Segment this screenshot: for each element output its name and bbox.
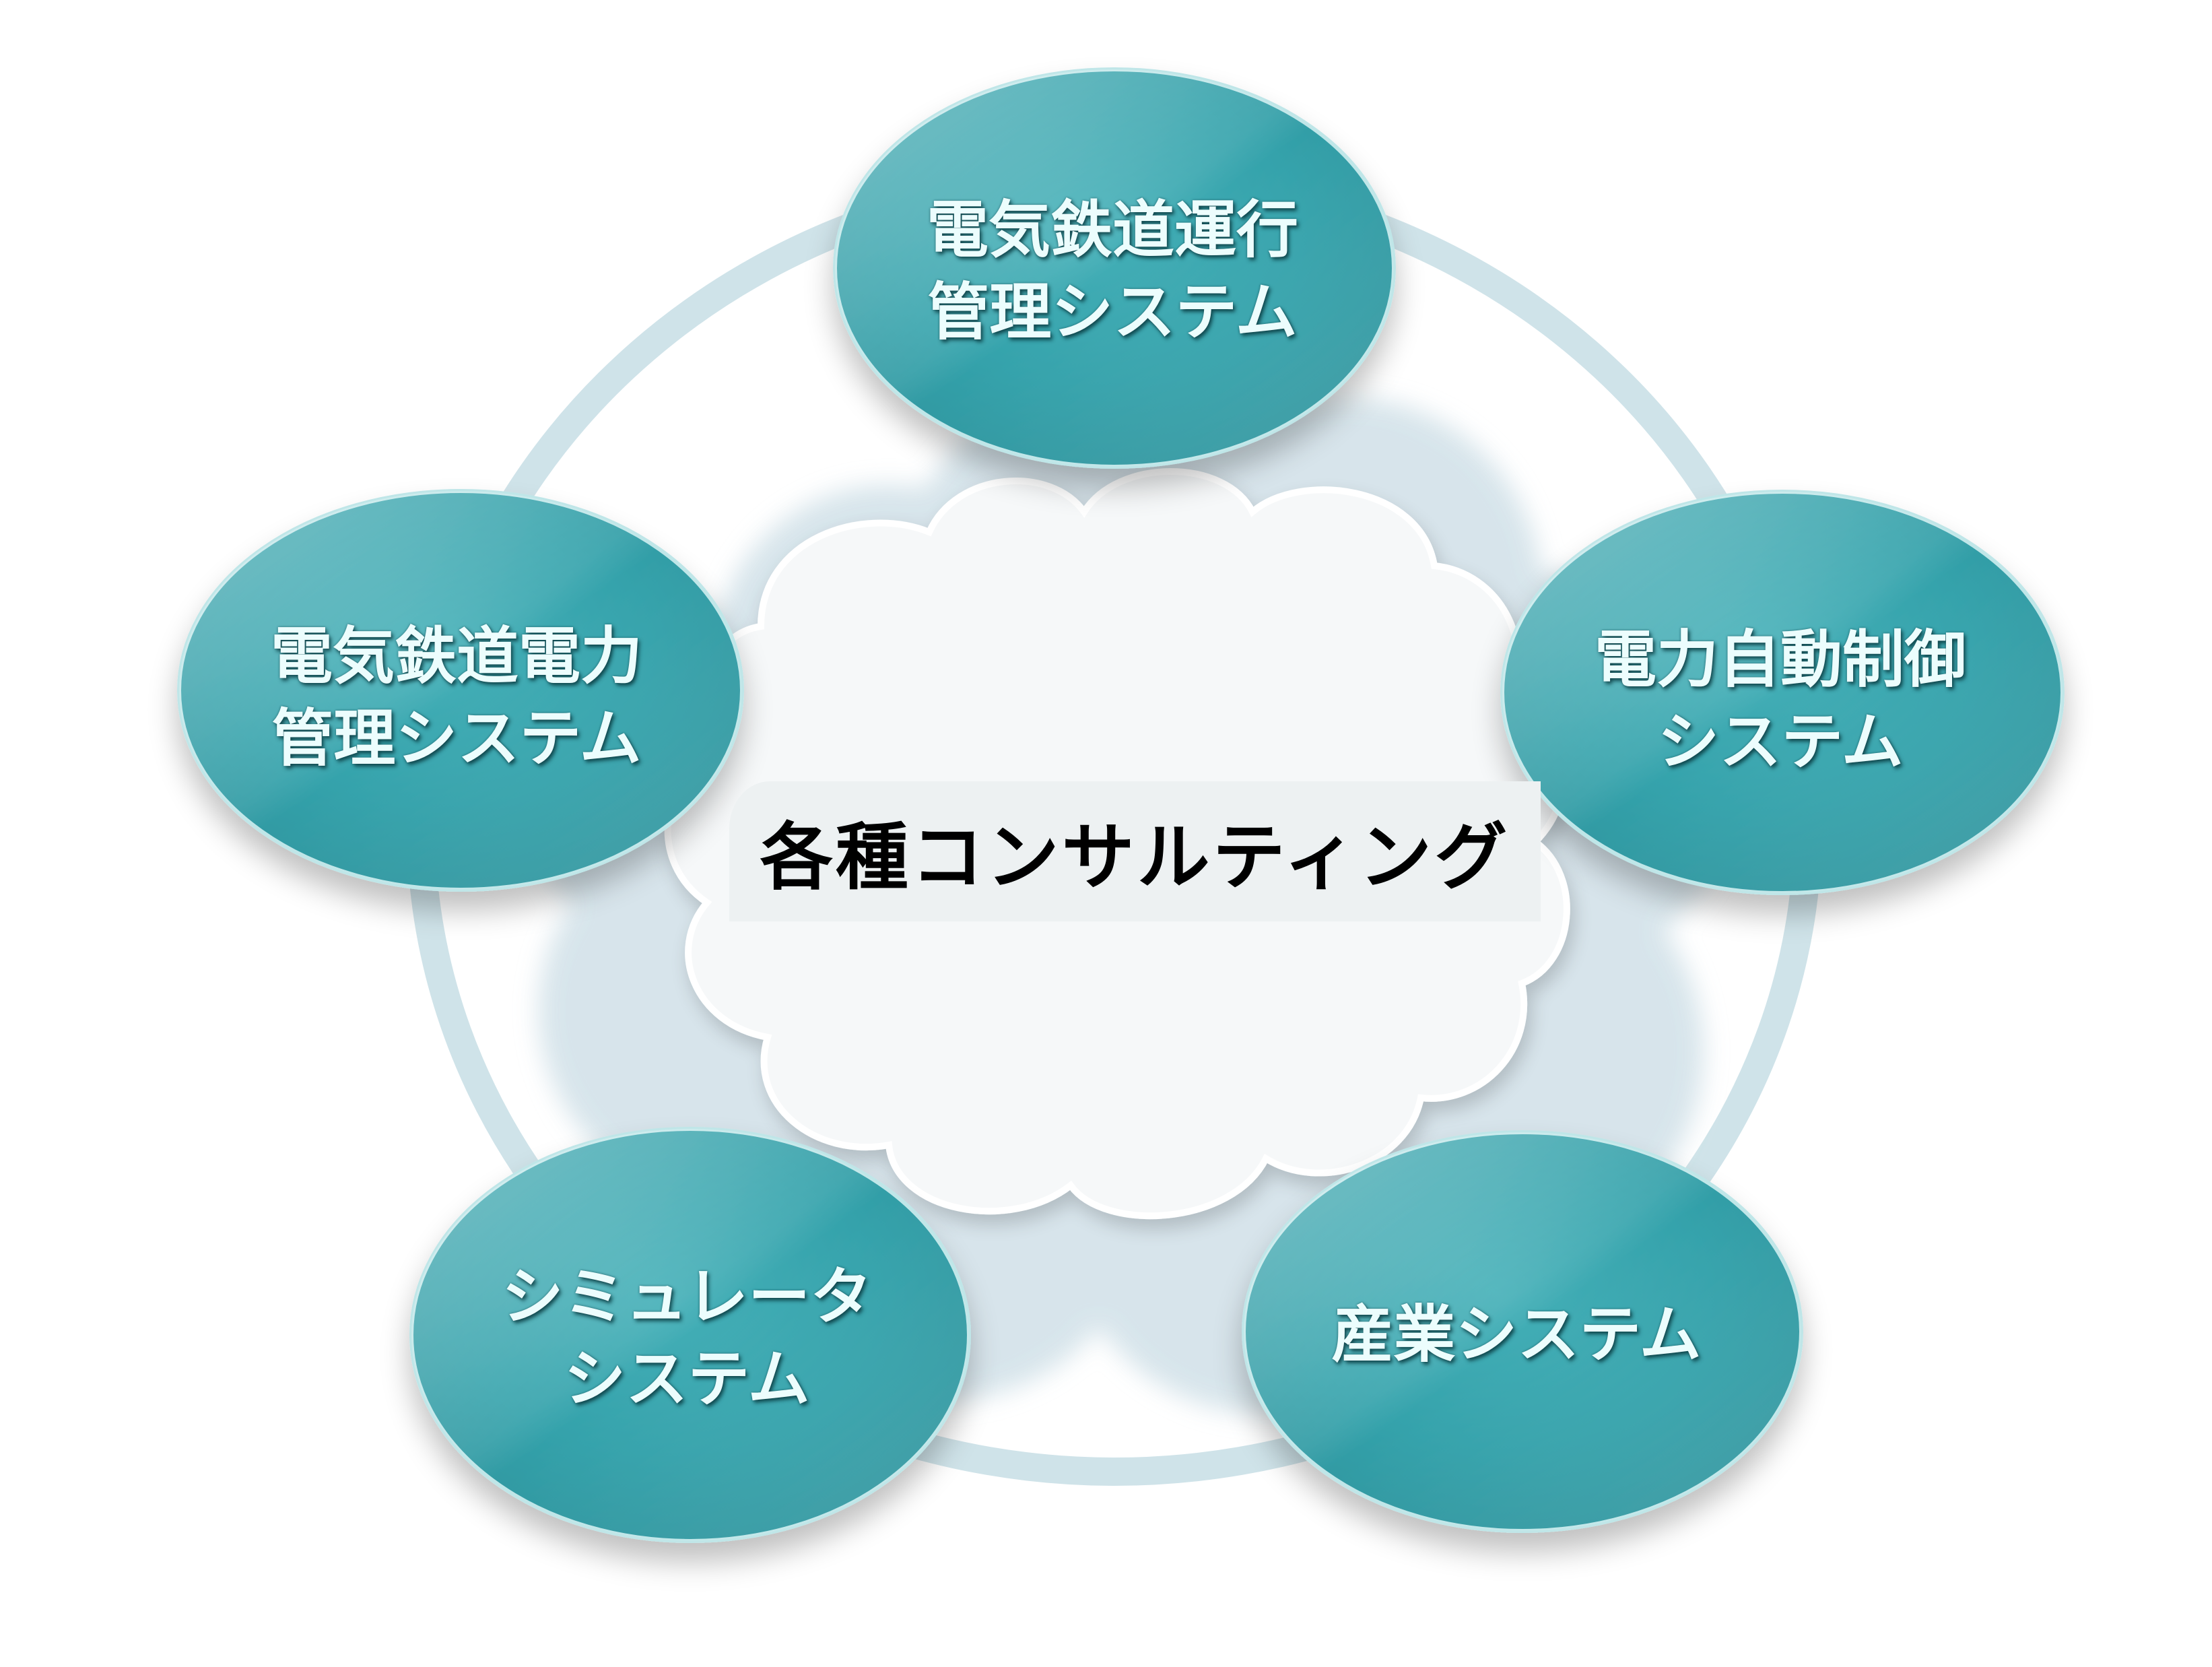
node-bottom-left: シミュレータ システム xyxy=(502,1256,872,1420)
node-left-line-2: 管理システム xyxy=(271,702,642,775)
node-ellipse-bottom-left xyxy=(409,1127,971,1543)
center-label-text: 各種コンサルティング xyxy=(760,816,1510,900)
node-left: 電気鉄道電力 管理システム xyxy=(271,616,642,780)
node-ellipse-right xyxy=(1500,490,2065,895)
node-bottom-left-line-1: シミュレータ xyxy=(501,1261,873,1333)
node-right-line-1: 電力自動制御 xyxy=(1594,624,1967,696)
node-bottom-left-line-2: システム xyxy=(564,1343,810,1415)
node-right-line-2: システム xyxy=(1657,706,1904,778)
node-left-line-1: 電気鉄道電力 xyxy=(270,620,643,692)
node-right: 電力自動制御 システム xyxy=(1595,619,1966,783)
node-ellipse-top xyxy=(833,67,1396,469)
node-top-line-2: 管理システム xyxy=(927,276,1298,348)
center-label: 各種コンサルティング xyxy=(729,781,1541,921)
node-ellipse-left xyxy=(177,489,744,892)
node-top-line-1: 電気鉄道運行 xyxy=(926,194,1299,266)
node-bottom-right: 産業システム xyxy=(1331,1294,1701,1376)
node-top: 電気鉄道運行 管理システム xyxy=(927,189,1298,354)
node-ellipse-bottom-right xyxy=(1242,1130,1803,1533)
node-bottom-right-line-1: 産業システム xyxy=(1331,1299,1702,1371)
